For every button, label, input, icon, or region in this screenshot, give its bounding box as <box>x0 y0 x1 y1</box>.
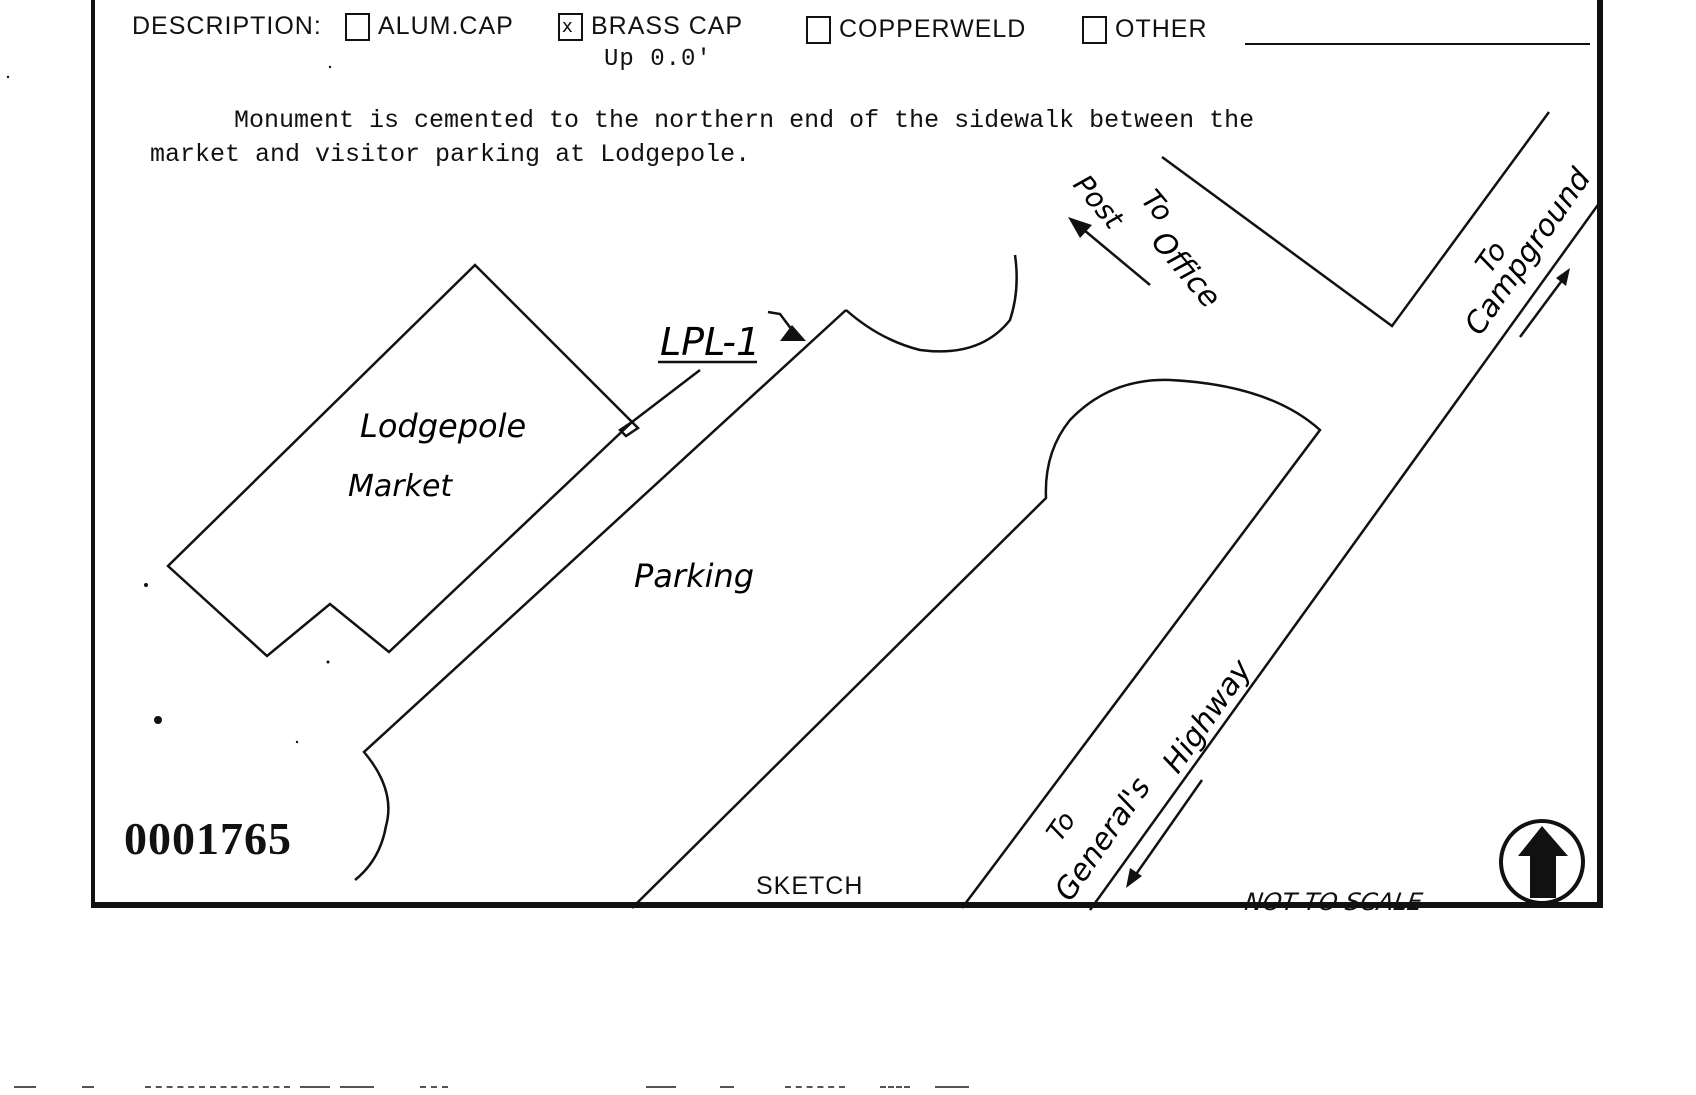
monument-label: LPL-1 <box>660 320 760 364</box>
sidewalk-marker <box>618 420 640 438</box>
campground-arrow-head <box>1556 268 1570 286</box>
option-alum-cap[interactable]: ALUM.CAP <box>345 12 514 41</box>
parking-label: Parking <box>634 557 754 595</box>
description-label: DESCRIPTION: <box>132 12 322 40</box>
elevation-note: Up 0.0' <box>604 46 712 73</box>
highway-label-1: To <box>1041 806 1082 847</box>
parking-left-boundary <box>354 309 847 881</box>
option-alum-cap-label: ALUM.CAP <box>378 12 514 40</box>
checkbox-copperweld[interactable] <box>806 15 831 44</box>
sketch-label: SKETCH <box>756 872 864 900</box>
post-office-label-1: To <box>1135 183 1180 228</box>
checkbox-brass-cap[interactable] <box>558 12 583 41</box>
option-brass-cap[interactable]: BRASS CAP <box>558 12 743 41</box>
post-office-arrow-head <box>1068 217 1092 238</box>
description-line-1: Monument is cemented to the northern end… <box>234 106 1255 135</box>
description-line-2: market and visitor parking at Lodgepole. <box>150 140 751 169</box>
checkbox-alum-cap[interactable] <box>345 12 370 41</box>
form-frame <box>91 0 1603 908</box>
highway-arrow-head <box>1126 868 1142 888</box>
post-office-arrow <box>1077 224 1151 286</box>
option-brass-cap-label: BRASS CAP <box>591 12 744 40</box>
monument-description: Monument is cemented to the northern end… <box>150 104 1410 172</box>
building-label-2: Market <box>348 469 453 504</box>
sidewalk-line <box>631 369 701 423</box>
upper-road-left <box>1161 111 1551 328</box>
campground-arrow <box>1518 274 1568 338</box>
option-copperweld[interactable]: COPPERWELD <box>806 15 1026 44</box>
option-other-label: OTHER <box>1115 15 1208 43</box>
post-office-label-3: Office <box>1144 225 1228 315</box>
option-copperweld-label: COPPERWELD <box>839 15 1027 43</box>
highway-arrow <box>1130 779 1204 881</box>
north-arrow-icon <box>1499 819 1585 905</box>
market-building-outline <box>166 263 634 658</box>
checkbox-other[interactable] <box>1082 15 1107 44</box>
turnaround-curve <box>845 254 1018 353</box>
other-fill-line[interactable] <box>1245 43 1590 45</box>
scale-note: NOT TO SCALE <box>1243 888 1425 916</box>
scan-specks <box>6 65 332 744</box>
road-right-edge <box>1088 201 1602 911</box>
option-other[interactable]: OTHER <box>1082 15 1208 44</box>
median-island <box>631 378 1322 909</box>
monument-triangle-icon <box>780 325 806 341</box>
building-label-1: Lodgepole <box>360 407 526 445</box>
highway-label-3: Highway <box>1156 652 1260 779</box>
stamp-number: 0001765 <box>124 813 292 864</box>
